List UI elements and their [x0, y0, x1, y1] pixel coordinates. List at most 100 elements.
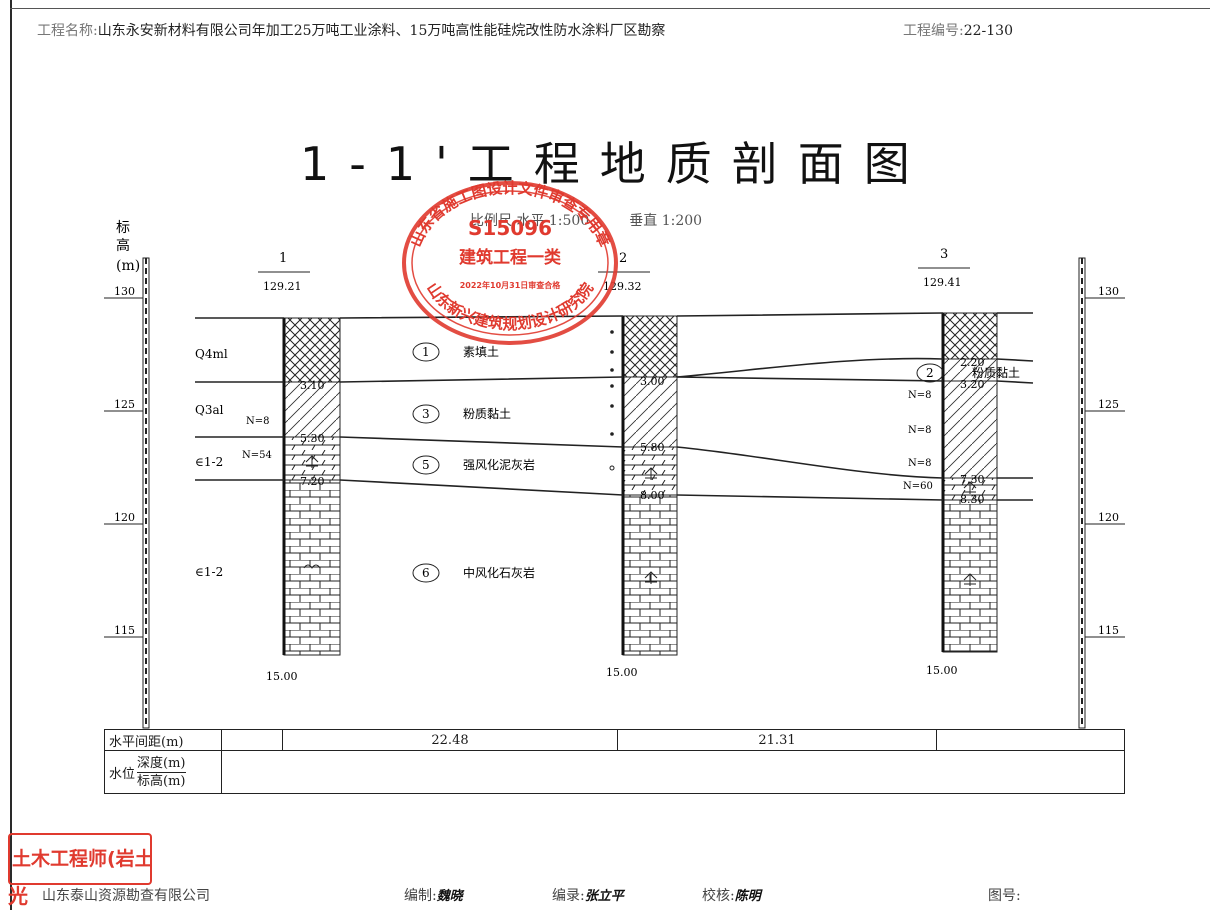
stratigraphic-ages: Q4ml Q3al ∈1-2 ∈1-2	[195, 347, 228, 579]
svg-text:N=8: N=8	[908, 458, 932, 469]
svg-text:N=8: N=8	[908, 390, 932, 401]
drawing-title: 1-1'工程地质剖面图	[300, 137, 930, 191]
project-name-label: 工程名称:	[37, 23, 98, 39]
svg-text:1: 1	[422, 345, 430, 359]
borehole-1-header: 1 129.21	[258, 251, 310, 293]
scale-note: 比例尺 水平 1:500 垂直 1:200	[470, 210, 742, 230]
compiled-signature: 魏晓	[436, 889, 463, 904]
svg-text:3: 3	[940, 247, 948, 262]
geological-section: 标 高 (m) 130 125 120 115 130 125 120 115 …	[104, 220, 1125, 729]
svg-text:N=8: N=8	[246, 416, 270, 427]
svg-text:Q3al: Q3al	[195, 403, 224, 417]
recorded-label: 编录:	[552, 888, 585, 904]
distance-label: 水平间距(m)	[104, 729, 222, 751]
svg-text:N=8: N=8	[908, 425, 932, 436]
right-elevation-axis: 130 125 120 115	[1078, 257, 1125, 729]
stratum-boundaries	[195, 312, 1034, 501]
review-stamp: 山东省施工图设计文件审查专用章 S15096 建筑工程一类 2022年10月31…	[402, 179, 618, 345]
project-name: 山东永安新材料有限公司年加工25万吨工业涂料、15万吨高性能硅烷改性防水涂料厂区…	[97, 23, 666, 39]
svg-text:3.00: 3.00	[640, 375, 665, 388]
distance-1-2: 22.48	[282, 729, 618, 751]
company-name: 山东泰山资源勘查有限公司	[42, 888, 210, 904]
axis-tick-label: 120	[114, 511, 135, 524]
axis-tick-label: 115	[114, 624, 135, 637]
svg-text:3.20: 3.20	[960, 378, 985, 391]
svg-text:粉质黏土: 粉质黏土	[463, 407, 511, 421]
project-name-line: 工程名称:山东永安新材料有限公司年加工25万吨工业涂料、15万吨高性能硅烷改性防…	[37, 20, 665, 40]
distance-2-3: 21.31	[617, 729, 937, 751]
svg-text:129.41: 129.41	[923, 276, 962, 289]
water-level-marks	[303, 455, 977, 586]
svg-text:中风化石灰岩: 中风化石灰岩	[463, 565, 535, 580]
svg-text:素填土: 素填土	[463, 345, 499, 359]
water-elev-label: 标高(m)	[137, 773, 186, 789]
svg-text:5.80: 5.80	[640, 441, 665, 454]
axis-title-left: 标	[116, 220, 130, 236]
project-number-line: 工程编号:22-130	[903, 20, 1013, 40]
axis-tick-label: 125	[1098, 398, 1119, 411]
svg-text:2.20: 2.20	[960, 356, 985, 369]
checked-by: 校核:陈明	[702, 885, 761, 905]
water-level-row: 水位 深度(m) 标高(m)	[104, 750, 1125, 794]
recorded-signature: 张立平	[584, 889, 624, 904]
svg-text:6: 6	[422, 566, 430, 580]
axis-tick-label: 130	[114, 285, 135, 298]
svg-text:强风化泥灰岩: 强风化泥灰岩	[463, 457, 535, 472]
svg-text:3.10: 3.10	[300, 379, 325, 392]
svg-text:5.30: 5.30	[300, 432, 325, 445]
stamp-code: S15096	[468, 216, 552, 240]
svg-text:∈1-2: ∈1-2	[195, 455, 223, 469]
axis-tick-label: 130	[1098, 285, 1119, 298]
svg-text:2: 2	[926, 366, 934, 380]
svg-text:8.00: 8.00	[640, 489, 665, 502]
borehole-3-header: 3 129.41	[918, 247, 970, 289]
layer-legend: 1 素填土 3 粉质黏土 5 强风化泥灰岩 6 中风化石灰岩 2 粉质黏土	[412, 342, 1020, 583]
compiled-by: 编制:魏晓	[404, 885, 463, 905]
borehole-1-depths: 3.10 5.30 7.20 15.00 N=8 N=54	[242, 379, 325, 683]
scale-horizontal: 比例尺 水平 1:500	[470, 213, 590, 229]
compiled-label: 编制:	[404, 888, 437, 904]
svg-text:3: 3	[422, 407, 430, 421]
distance-water-table: 水平间距(m) 22.48 21.31 水位 深度(m) 标高(m)	[104, 729, 1125, 794]
svg-text:15.00: 15.00	[606, 666, 638, 679]
svg-text:7.20: 7.20	[300, 475, 325, 488]
scale-vertical: 垂直 1:200	[629, 213, 703, 229]
svg-text:高: 高	[116, 237, 130, 254]
engineer-stamp: 土木工程师(岩土)	[8, 833, 152, 885]
water-level-label: 水位	[109, 766, 136, 782]
axis-tick-label: 125	[114, 398, 135, 411]
svg-text:粉质黏土: 粉质黏土	[972, 366, 1020, 380]
frame-top-border	[10, 8, 1210, 9]
borehole-3-depths: 2.20 3.20 7.30 8.30 15.00 N=8 N=8 N=8 N=…	[903, 356, 985, 677]
engineer-stamp-sub: 光	[8, 884, 28, 908]
stamp-date: 2022年10月31日审查合格	[460, 280, 562, 290]
project-number: 22-130	[963, 23, 1013, 39]
distance-row: 水平间距(m) 22.48 21.31	[104, 729, 1125, 751]
svg-text:N=60: N=60	[903, 481, 933, 492]
svg-text:N=54: N=54	[242, 450, 272, 461]
svg-text:∈1-2: ∈1-2	[195, 565, 223, 579]
water-level-label-cell: 水位 深度(m) 标高(m)	[104, 750, 222, 794]
frame-left-border	[10, 0, 12, 910]
svg-text:(m): (m)	[116, 258, 140, 274]
checked-signature: 陈明	[734, 889, 761, 904]
figure-number: 图号:	[988, 888, 1021, 904]
svg-text:Q4ml: Q4ml	[195, 347, 228, 361]
svg-text:15.00: 15.00	[266, 670, 298, 683]
svg-text:1: 1	[279, 251, 287, 266]
sampling-dots	[609, 330, 615, 471]
borehole-2-depths: 3.00 5.80 8.00 15.00	[606, 375, 665, 679]
svg-text:7.30: 7.30	[960, 473, 985, 486]
left-elevation-axis: 标 高 (m) 130 125 120 115	[104, 220, 150, 729]
water-depth-label: 深度(m)	[137, 755, 186, 773]
borehole-2-column	[621, 315, 678, 656]
svg-text:2: 2	[619, 251, 627, 266]
svg-text:5: 5	[422, 458, 430, 472]
axis-tick-label: 115	[1098, 624, 1119, 637]
axis-tick-label: 120	[1098, 511, 1119, 524]
project-number-label: 工程编号:	[903, 23, 964, 39]
svg-text:8.30: 8.30	[960, 493, 985, 506]
recorded-by: 编录:张立平	[552, 885, 624, 905]
svg-text:15.00: 15.00	[926, 664, 958, 677]
stamp-class: 建筑工程一类	[459, 247, 562, 268]
